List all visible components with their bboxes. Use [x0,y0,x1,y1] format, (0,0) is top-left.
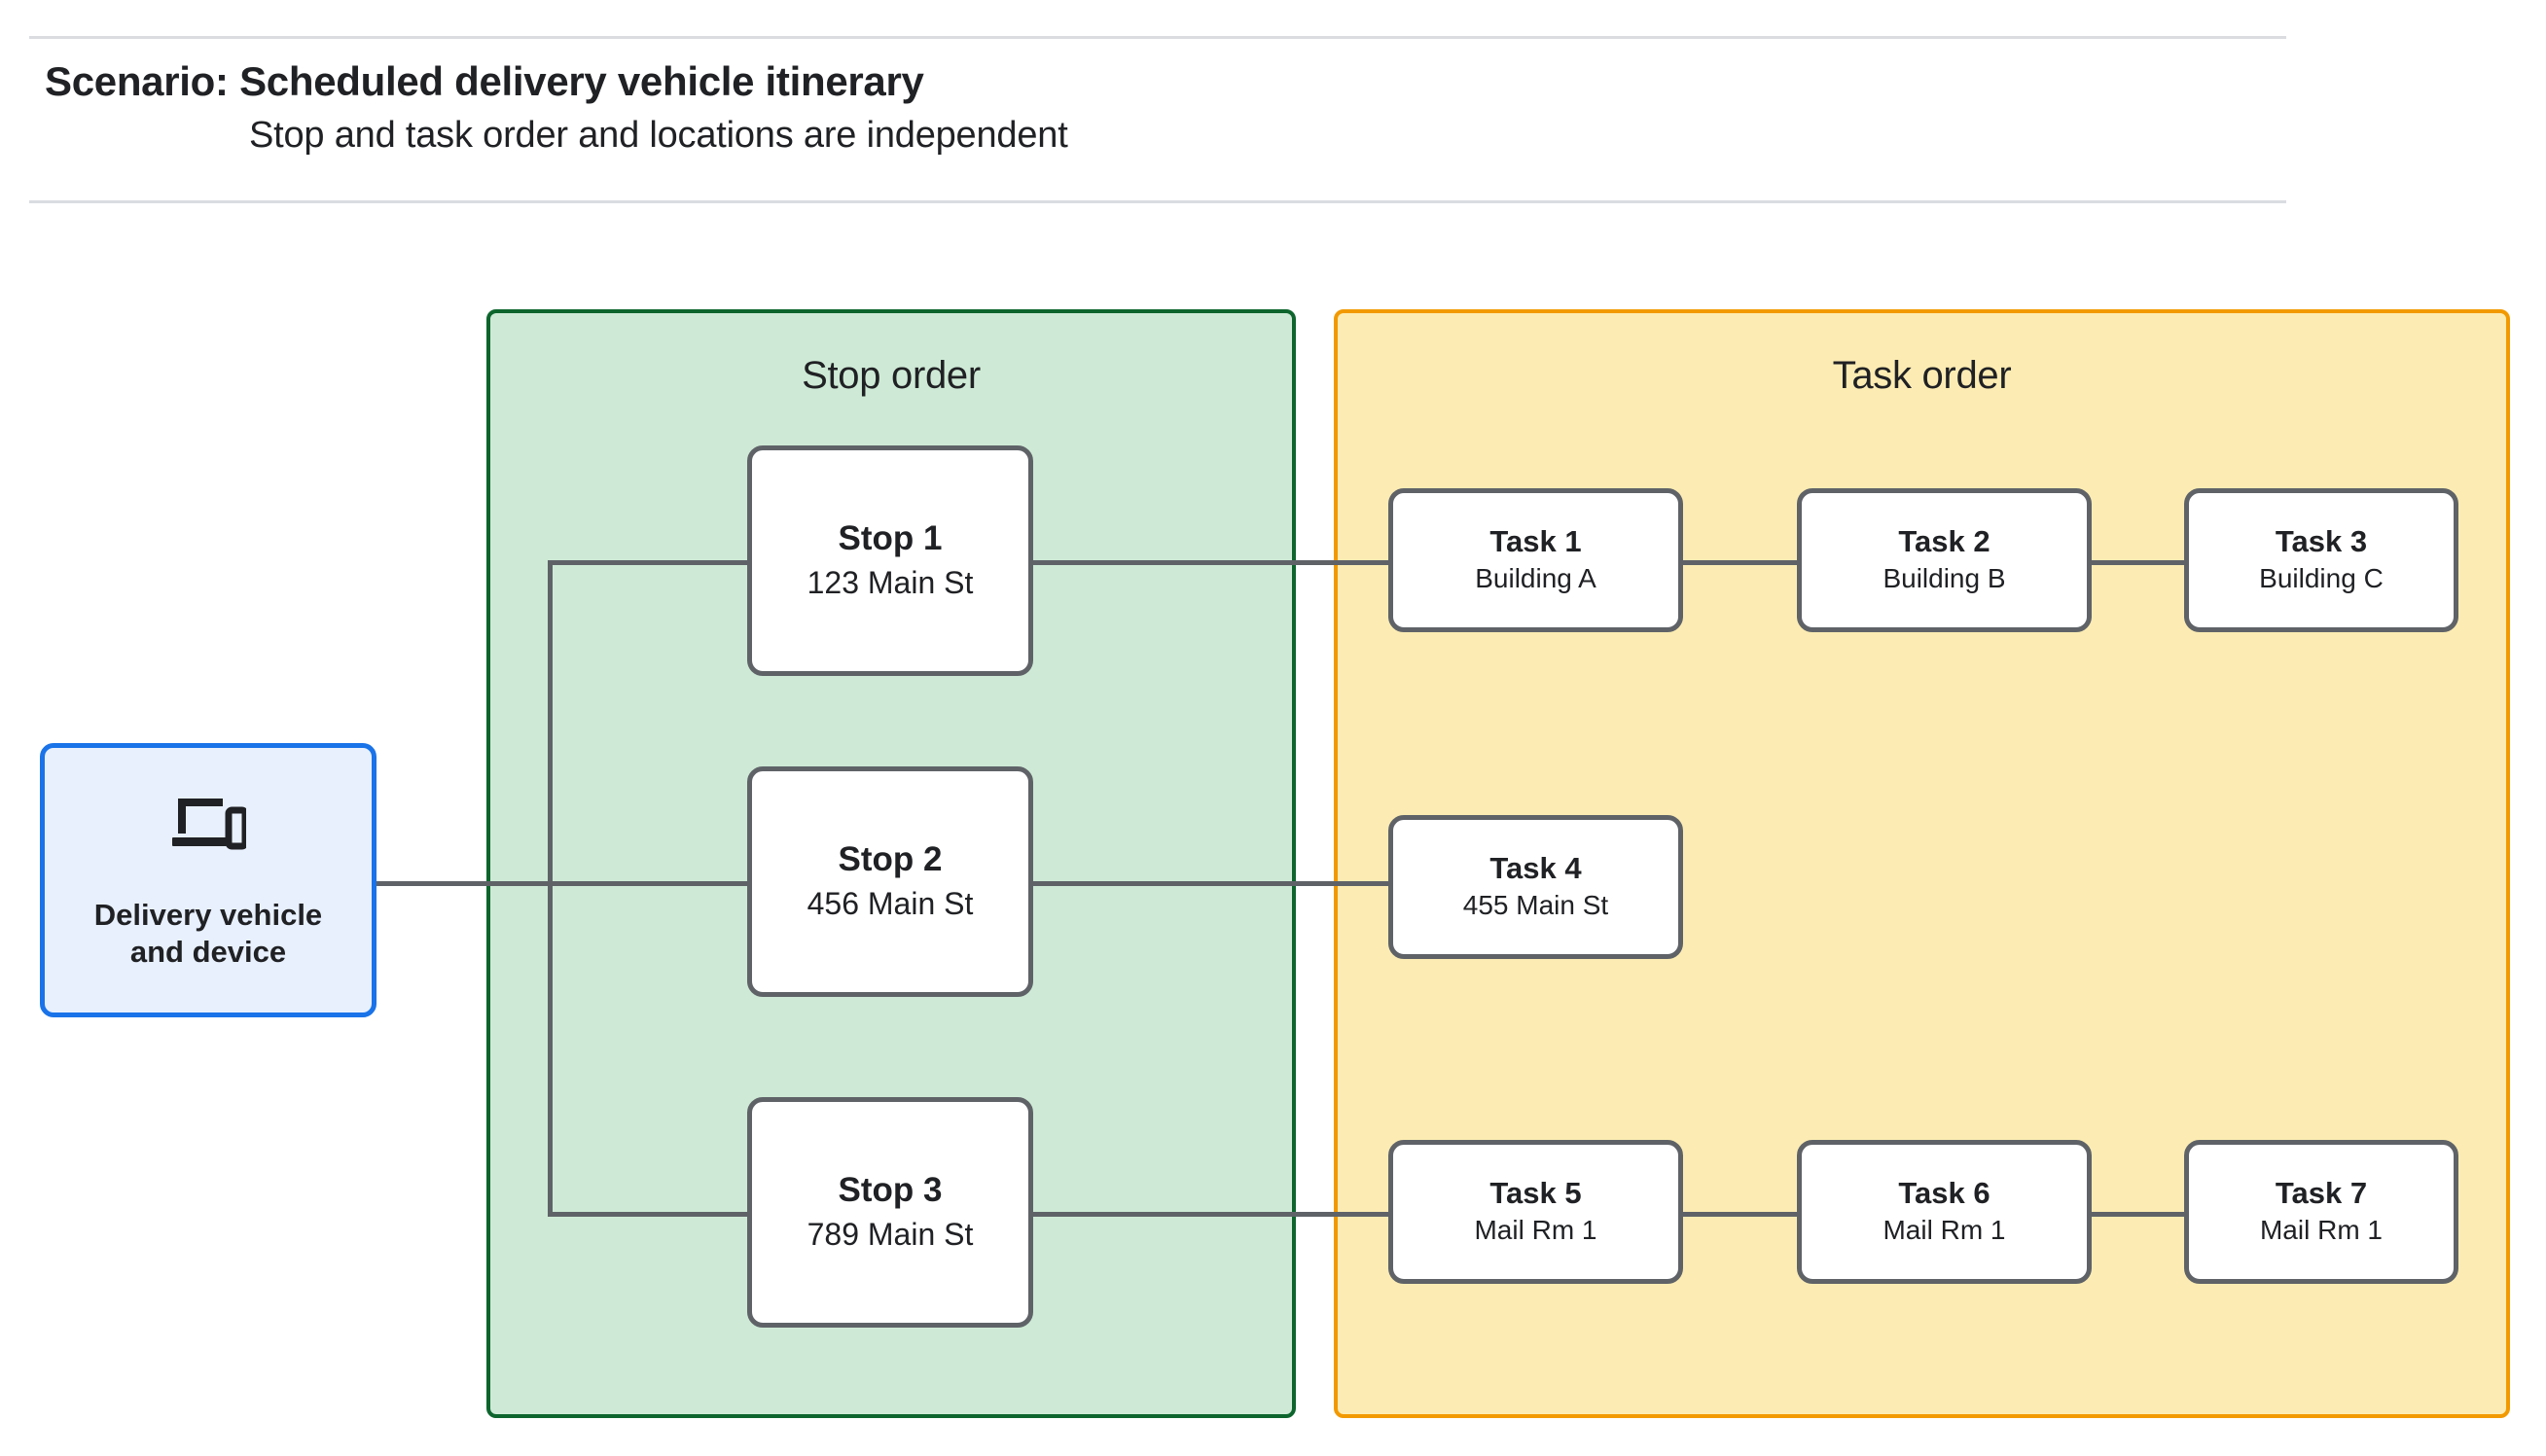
task-card-location: Mail Rm 1 [1474,1215,1597,1246]
delivery-vehicle-label: Delivery vehicle and device [93,898,323,969]
task-card-location: 455 Main St [1462,890,1609,921]
page-subtitle: Stop and task order and locations are in… [249,115,1068,156]
task-card[interactable]: Task 4 455 Main St [1388,815,1683,959]
connector-stop-3-to-task-5 [1029,1212,1393,1217]
stop-card-title: Stop 1 [838,519,943,558]
task-card-title: Task 5 [1489,1176,1582,1211]
header-divider-bottom [29,200,2286,203]
stop-order-title: Stop order [802,354,981,397]
task-card-title: Task 1 [1489,524,1582,559]
connector-bus-to-stop-3 [548,1212,748,1217]
stop-card[interactable]: Stop 2 456 Main St [747,766,1033,997]
task-card[interactable]: Task 5 Mail Rm 1 [1388,1140,1683,1284]
connector-task-2-to-task-3 [2066,560,2188,565]
connector-vehicle-to-bus [377,881,553,886]
stop-card-location: 123 Main St [807,564,974,600]
connector-task-1-to-task-2 [1679,560,1801,565]
delivery-vehicle-node[interactable]: Delivery vehicle and device [40,743,377,1017]
task-card-location: Building A [1475,563,1596,594]
task-card-title: Task 3 [2275,524,2368,559]
connector-stop-1-to-task-1 [1029,560,1393,565]
task-card[interactable]: Task 1 Building A [1388,488,1683,632]
task-card[interactable]: Task 2 Building B [1797,488,2092,632]
task-card-title: Task 2 [1898,524,1990,559]
task-card[interactable]: Task 6 Mail Rm 1 [1797,1140,2092,1284]
header-divider-top [29,36,2286,39]
connector-bus-vertical [548,560,553,1217]
page-title: Scenario: Scheduled delivery vehicle iti… [45,58,924,104]
task-card-location: Building C [2259,563,2384,594]
task-card[interactable]: Task 3 Building C [2184,488,2458,632]
task-card-location: Mail Rm 1 [2259,1215,2383,1246]
task-card-location: Mail Rm 1 [1883,1215,2006,1246]
stop-card[interactable]: Stop 1 123 Main St [747,445,1033,676]
connector-stop-2-to-task-4 [1029,881,1393,886]
stop-card-location: 789 Main St [807,1216,974,1252]
devices-icon [170,795,249,856]
task-order-title: Task order [1832,354,2012,397]
stop-card-title: Stop 3 [838,1171,943,1210]
task-card-title: Task 6 [1898,1176,1990,1211]
task-card[interactable]: Task 7 Mail Rm 1 [2184,1140,2458,1284]
task-card-title: Task 7 [2275,1176,2368,1211]
connector-task-6-to-task-7 [2066,1212,2188,1217]
stop-card-title: Stop 2 [838,840,943,879]
task-card-location: Building B [1883,563,2006,594]
connector-bus-to-stop-2 [548,881,748,886]
connector-bus-to-stop-1 [548,560,748,565]
stop-card[interactable]: Stop 3 789 Main St [747,1097,1033,1328]
task-card-title: Task 4 [1489,851,1582,886]
stop-card-location: 456 Main St [807,885,974,921]
connector-task-5-to-task-6 [1679,1212,1801,1217]
